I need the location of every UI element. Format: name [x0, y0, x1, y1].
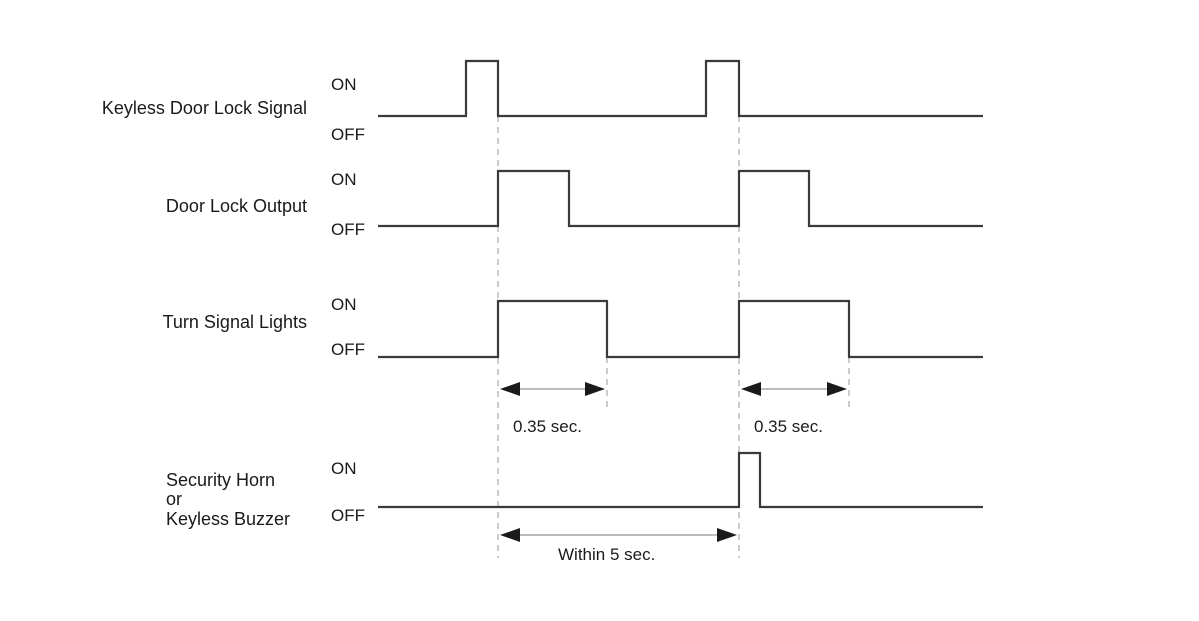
dimension-label-second-lights: 0.35 sec. — [754, 417, 823, 436]
waveform-keyless-door-lock — [378, 59, 983, 118]
signal-label-security-horn-or: or — [166, 489, 182, 509]
signal-label-security-horn: Security Horn — [166, 470, 275, 490]
off-label-keyless-door-lock: OFF — [331, 125, 365, 144]
signal-label-turn-signal-lights: Turn Signal Lights — [163, 312, 307, 332]
signal-label-keyless-door-lock: Keyless Door Lock Signal — [102, 98, 307, 118]
dimension-label-first-lights: 0.35 sec. — [513, 417, 582, 436]
on-label-keyless-door-lock: ON — [331, 75, 357, 94]
arrow-right-icon — [585, 382, 605, 396]
off-label-security-horn: OFF — [331, 506, 365, 525]
waveform-security-horn — [378, 451, 983, 509]
signal-security-horn: Security Horn or Keyless Buzzer ON OFF — [166, 451, 983, 529]
guide-lines — [497, 116, 850, 558]
waveform-door-lock-output — [378, 169, 983, 228]
signal-door-lock-output: Door Lock Output ON OFF — [166, 169, 983, 239]
on-label-turn-signal-lights: ON — [331, 295, 357, 314]
signal-turn-signal-lights: Turn Signal Lights ON OFF — [163, 295, 983, 359]
dimension-second-lights-duration: 0.35 sec. — [741, 382, 847, 436]
arrow-right-icon — [827, 382, 847, 396]
arrow-left-icon — [500, 528, 520, 542]
signal-keyless-door-lock: Keyless Door Lock Signal ON OFF — [102, 59, 983, 144]
dimension-within-5-sec: Within 5 sec. — [500, 528, 737, 564]
off-label-turn-signal-lights: OFF — [331, 340, 365, 359]
waveform-turn-signal-lights — [378, 299, 983, 359]
dimension-label-within-5-sec: Within 5 sec. — [558, 545, 655, 564]
dimension-first-lights-duration: 0.35 sec. — [500, 382, 605, 436]
on-label-door-lock-output: ON — [331, 170, 357, 189]
signal-label-keyless-buzzer: Keyless Buzzer — [166, 509, 290, 529]
arrow-left-icon — [500, 382, 520, 396]
off-label-door-lock-output: OFF — [331, 220, 365, 239]
arrow-left-icon — [741, 382, 761, 396]
on-label-security-horn: ON — [331, 459, 357, 478]
arrow-right-icon — [717, 528, 737, 542]
signal-label-door-lock-output: Door Lock Output — [166, 196, 307, 216]
